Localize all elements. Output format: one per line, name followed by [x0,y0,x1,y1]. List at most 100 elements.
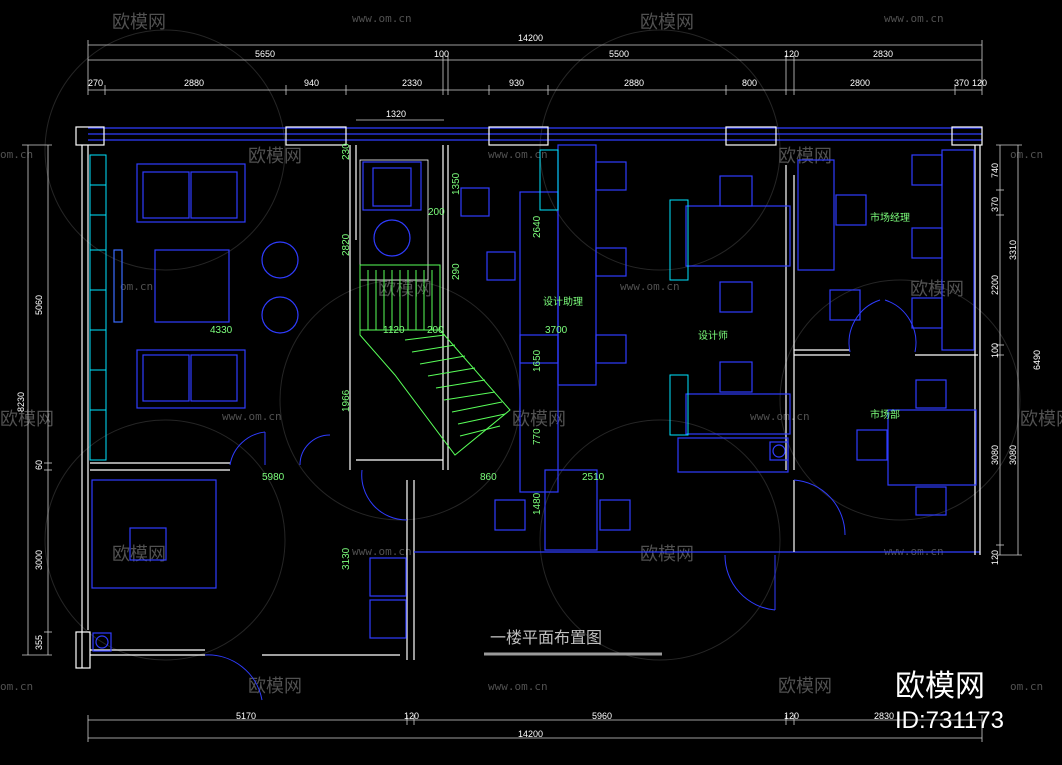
shelving [89,149,689,461]
watermark-url: www.om.cn [222,410,282,423]
dim-label: 940 [304,78,319,88]
dim-label: 5170 [236,711,256,721]
stool [261,241,299,279]
dim-label: 1480 [532,492,543,515]
dim-label: 2800 [850,78,870,88]
watermark-text: 欧模网 [0,409,54,430]
stool [261,296,299,334]
dim-label: 120 [972,78,987,88]
watermark-text: 欧模网 [512,409,566,430]
dim-label: 5060 [34,295,44,315]
dim-label: 5650 [255,49,275,59]
watermark-url: www.om.cn [488,148,548,161]
room-label-design-assistant: 设计助理 [543,295,583,308]
dim-label: 3080 [990,445,1000,465]
dim-label: 200 [428,207,445,218]
dim-label: 2830 [873,49,893,59]
watermark-url: om.cn [0,148,33,161]
dim-label: 860 [480,472,497,483]
dim-label: 100 [434,49,449,59]
brand-block: 欧模网 ID:731173 [895,669,1004,734]
furniture [91,144,977,652]
room-label-market-manager: 市场经理 [870,211,910,224]
brand-id: ID:731173 [895,707,1004,734]
room-label-designer: 设计师 [698,329,728,342]
room-label-market-dept: 市场部 [870,408,900,421]
watermark-url: om.cn [1010,148,1043,161]
dim-label: 230 [341,143,352,160]
inner-dimensions: 230 2820 1350 200 2640 290 1120 200 3700… [210,143,605,570]
dim-label: 2820 [341,233,352,256]
dimension-texts-right: 740 370 3310 2200 100 6490 3080 3080 120 [990,163,1042,565]
dim-label: 2200 [990,275,1000,295]
dim-label: 3310 [1008,240,1018,260]
brand-logo-text: 欧模网 [895,669,985,704]
dim-label: 2830 [874,711,894,721]
dim-label: 1650 [532,349,543,372]
dim-label: 2330 [402,78,422,88]
watermark-text: 欧模网 [1020,409,1062,430]
sofa-top [136,163,246,223]
dim-label: 3000 [34,550,44,570]
watermark-url: www.om.cn [620,280,680,293]
dim-label: 270 [88,78,103,88]
dim-label: 2510 [582,472,605,483]
dim-label: 3130 [341,547,352,570]
dim-label: 8230 [16,392,26,412]
dim-label: 120 [990,550,1000,565]
watermark-text: 欧模网 [248,146,302,167]
watermark-url: www.om.cn [352,545,412,558]
staircase [359,264,511,456]
dimension-texts-bottom: 5170 120 5960 120 2830 14200 [236,711,894,739]
dim-label: 120 [784,49,799,59]
dim-label: 370 [990,197,1000,212]
watermark-url: www.om.cn [750,410,810,423]
dim-label: 60 [34,460,44,470]
watermark-text: 欧模网 [112,12,166,33]
dim-label: 740 [990,163,1000,178]
dim-label: 3700 [545,325,568,336]
sofa-bottom [136,349,246,409]
watermark-text: 欧模网 [778,676,832,697]
dim-label: 930 [509,78,524,88]
watermark-url: www.om.cn [884,12,944,25]
watermark-text: 欧模网 [640,544,694,565]
dim-label: 800 [742,78,757,88]
watermark-text: 欧模网 [640,12,694,33]
dim-label: 5980 [262,472,285,483]
dim-label: 120 [784,711,799,721]
dim-label: 2880 [184,78,204,88]
drawing-title: 一楼平面布置图 [490,628,602,647]
watermark-text: 欧模网 [910,279,964,300]
room-labels: 设计助理 设计师 市场经理 市场部 [543,211,910,421]
dim-label: 2880 [624,78,644,88]
dim-label: 290 [451,263,462,280]
dim-stair-width: 1320 [386,109,406,119]
dim-label: 4330 [210,325,233,336]
dim-label: 770 [532,428,543,445]
doors [204,299,917,701]
dim-total-bottom: 14200 [518,729,543,739]
watermark-text: 欧模网 [778,146,832,167]
dim-label: 120 [404,711,419,721]
dim-label: 5500 [609,49,629,59]
dim-label: 6490 [1032,350,1042,370]
dim-label: 370 [954,78,969,88]
watermark-text: 欧模网 [112,544,166,565]
dim-total-top: 14200 [518,33,543,43]
watermark-url: www.om.cn [488,680,548,693]
dim-label: 1966 [341,389,352,412]
watermark-url: om.cn [1010,680,1043,693]
dimension-texts-top: 14200 5650 100 5500 120 2830 270 2880 94… [88,33,987,119]
dim-label: 1120 [383,325,405,336]
dim-label: 100 [990,343,1000,358]
dimension-lines [22,40,1022,742]
watermark-url: om.cn [0,680,33,693]
walls [75,126,983,669]
dim-label: 200 [427,325,444,336]
dim-label: 355 [34,635,44,650]
watermark-text: 欧模网 [248,676,302,697]
dim-label: 3080 [1008,445,1018,465]
dimension-texts-left: 5060 8230 60 3000 355 [16,295,44,650]
